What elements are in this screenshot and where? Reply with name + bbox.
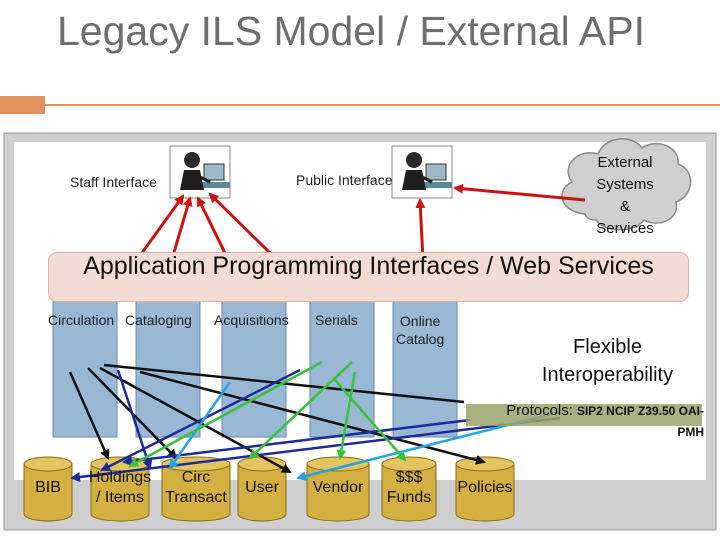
staff-user-icon: [169, 145, 231, 199]
user-db-line-1: User: [245, 479, 279, 496]
ext-line-3: &: [619, 198, 630, 215]
protocols-list-1: SIP2 NCIP Z39.50 OAI-: [576, 404, 704, 418]
flexible-interoperability-label: Flexible Interoperability: [520, 333, 695, 389]
online-catalog-label: Online Catalog: [396, 312, 444, 348]
public-user-icon: [391, 145, 453, 199]
title-accent-bar: [0, 96, 45, 114]
online-catalog-line-1: Online: [399, 313, 441, 329]
serials-label: Serials: [315, 312, 358, 328]
staff-interface-label: Staff Interface: [70, 174, 157, 190]
circulation-label: Circulation: [48, 312, 115, 328]
vendor-db-line-1: Vendor: [312, 479, 364, 496]
online-catalog-line-2: Catalog: [396, 331, 445, 347]
arrow-ext-public: [453, 183, 586, 202]
line-blue-2: [100, 368, 301, 472]
holdings-db-label: Holdings / Items: [86, 468, 154, 508]
funds-db-line-1: $$$: [395, 469, 423, 486]
circ-db-label: Circ Transact: [160, 468, 232, 508]
line-green-2: [248, 361, 353, 460]
bib-db-line-1: BIB: [35, 479, 61, 496]
policies-db-line-1: Policies: [457, 479, 513, 496]
protocols-bar: [466, 404, 702, 426]
ext-line-4: Services: [596, 220, 654, 237]
db-bib: [23, 456, 73, 522]
line-blue-1: [116, 369, 153, 470]
ext-line-1: External: [597, 154, 653, 171]
holdings-db-line-1: Holdings: [88, 469, 152, 486]
module-cataloging: [135, 297, 201, 438]
line-cyan-1: [168, 381, 232, 470]
vendor-db-label: Vendor: [305, 478, 371, 498]
slide-title: Legacy ILS Model / External API: [57, 8, 645, 54]
db-circ: [161, 456, 231, 522]
module-circulation: [52, 297, 118, 438]
protocols-title: Protocols:: [506, 402, 573, 419]
ext-line-2: Systems: [596, 176, 654, 193]
db-funds: [381, 456, 437, 522]
connection-lines: [68, 360, 561, 482]
acquisitions-label: Acquisitions: [214, 312, 289, 328]
policies-db-label: Policies: [452, 478, 518, 498]
protocols-list-2: PMH: [677, 425, 704, 439]
title-accent-line: [45, 104, 720, 106]
line-black-3: [68, 371, 110, 460]
protocols-label: Protocols: SIP2 NCIP Z39.50 OAI- PMH: [462, 400, 704, 442]
public-interface-label: Public Interface: [296, 172, 393, 188]
module-acquisitions: [221, 297, 287, 438]
line-black-5: [139, 370, 486, 465]
flex-line-2: Interoperability: [541, 364, 674, 386]
line-green-3: [336, 371, 357, 460]
line-blue-4: [122, 418, 471, 466]
cataloging-label: Cataloging: [125, 312, 192, 328]
flex-line-1: Flexible: [573, 336, 642, 358]
db-user: [237, 456, 287, 522]
bib-db-label: BIB: [24, 478, 72, 498]
db-cylinders: [23, 456, 515, 522]
circ-db-line-2: Transact: [165, 489, 227, 506]
external-systems-label: External Systems & Services: [580, 152, 670, 240]
funds-db-line-2: Funds: [386, 489, 432, 506]
external-systems-cloud: [561, 138, 692, 231]
api-banner: Application Programming Interfaces / Web…: [48, 252, 689, 302]
circ-db-line-1: Circ: [181, 469, 211, 486]
line-green-1: [128, 360, 323, 468]
line-blue-3: [70, 416, 561, 482]
db-vendor: [306, 456, 370, 522]
line-green-4: [334, 379, 407, 462]
user-db-label: User: [238, 478, 286, 498]
funds-db-label: $$$ Funds: [380, 468, 438, 508]
holdings-db-line-2: / Items: [95, 489, 144, 506]
db-holdings: [90, 456, 150, 522]
